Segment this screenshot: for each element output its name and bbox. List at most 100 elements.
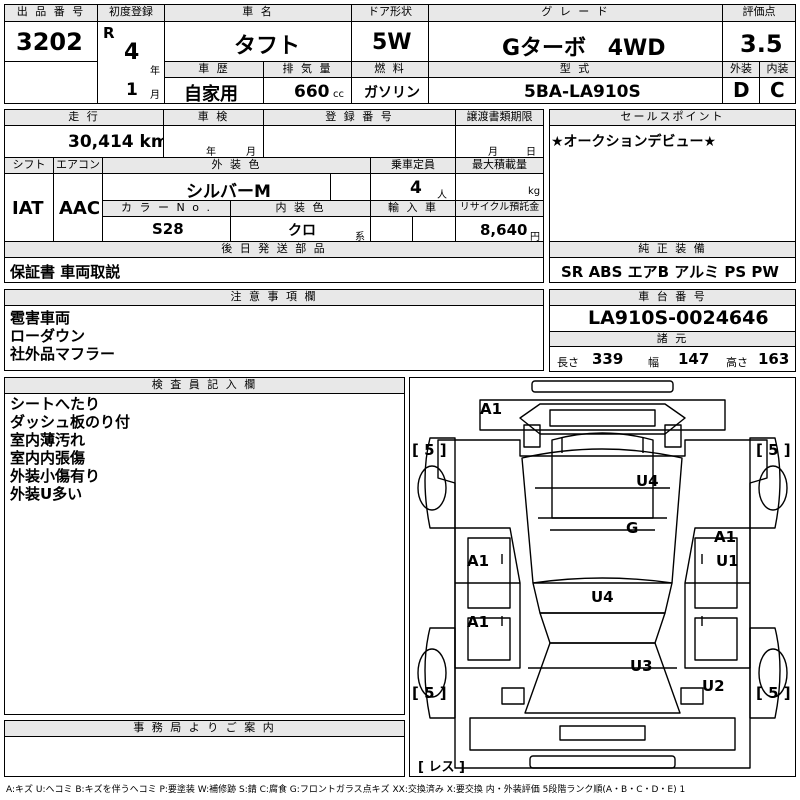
capacity-unit: 人: [437, 190, 447, 201]
year-value: 4: [124, 40, 140, 65]
door-label: ドア形状: [351, 4, 429, 22]
mark-u4-roof: U4: [636, 472, 659, 490]
import-label: 輸 入 車: [370, 200, 456, 217]
lot-number: 3202: [16, 28, 83, 56]
office-cell: [4, 736, 405, 777]
equipment-label: 純 正 装 備: [549, 241, 796, 258]
shift-value: IAT: [12, 198, 44, 219]
year-unit: 年: [150, 66, 160, 77]
mark-a1-top: A1: [480, 400, 503, 418]
sales-point-label: セールスポイント: [549, 109, 796, 126]
door-value: 5W: [372, 30, 412, 55]
exterior-cell: [722, 77, 760, 104]
color-cell: [102, 173, 331, 201]
car-name-cell: [164, 21, 352, 62]
color-extra-cell: [330, 173, 371, 201]
inspector-line: 室内薄汚れ: [10, 431, 86, 449]
sales-point-value: ★オークションデビュー★: [551, 134, 717, 150]
transfer-label: 譲渡書類期限: [455, 109, 544, 126]
fuel-cell: [351, 77, 429, 104]
import-cell-a: [370, 216, 413, 242]
inspector-line: ダッシュ板のり付: [10, 413, 131, 431]
tire-bottom-left: [ 5 ]: [412, 684, 447, 702]
import-cell-b: [412, 216, 456, 242]
aircon-value: AAC: [59, 198, 101, 219]
chassis-label: 車 台 番 号: [549, 289, 796, 306]
specs-label: 諸 元: [549, 331, 796, 347]
aircon-label: エアコン: [53, 157, 103, 174]
length-label: 長さ: [557, 356, 579, 369]
deferred-cell: [4, 257, 544, 283]
inspector-line: 外装U多い: [10, 485, 83, 503]
inspector-label: 検 査 員 記 入 欄: [4, 377, 405, 394]
inspector-list: シートへたり ダッシュ板のり付 室内薄汚れ 室内内張傷 外装小傷有り 外装U多い: [10, 395, 130, 503]
score-cell: [722, 21, 796, 62]
inspection-year-unit: 年: [206, 147, 216, 158]
transfer-month-unit: 月: [488, 147, 498, 158]
tire-top-left: [ 5 ]: [412, 441, 447, 459]
mark-u4-hood: U4: [591, 588, 614, 606]
displacement-unit: cc: [333, 89, 344, 100]
interior-label: 内装: [759, 61, 796, 78]
deferred-value: 保証書 車両取説: [10, 263, 121, 281]
length-value: 339: [592, 350, 624, 368]
mark-u1-right: U1: [716, 552, 739, 570]
inspection-label: 車 検: [163, 109, 264, 126]
load-unit: kg: [528, 186, 541, 197]
car-outline-diagram: [417, 380, 788, 769]
inspector-line: 室内内張傷: [10, 449, 86, 467]
displacement-label: 排 気 量: [263, 61, 352, 78]
deferred-label: 後 日 発 送 部 品: [4, 241, 544, 258]
lot-cell: [4, 21, 98, 62]
notes-cell: [4, 305, 544, 371]
transfer-day-unit: 日: [526, 147, 536, 158]
color-no-label: カ ラ ー N o .: [102, 200, 231, 217]
chassis-number: LA910S-0024646: [588, 307, 769, 329]
first-reg-cell: [97, 21, 165, 104]
notes-list: 雹害車両 ローダウン 社外品マフラー: [10, 309, 115, 363]
mark-a1-left-rear: A1: [467, 613, 490, 631]
spare-tire: [ レス ]: [418, 760, 465, 775]
notes-line: 雹害車両: [10, 309, 71, 327]
model-label: 型 式: [428, 61, 723, 78]
width-label: 幅: [648, 356, 659, 369]
color-no-value: S28: [152, 220, 184, 238]
legend-text: A:キズ U:ヘコミ B:キズを伴うヘコミ P:要塗装 W:補修跡 S:錆 C:…: [6, 785, 686, 795]
fuel-label: 燃 料: [351, 61, 429, 78]
grade-value: Gターボ 4WD: [502, 36, 666, 61]
month-unit: 月: [150, 90, 160, 101]
shift-label: シフト: [4, 157, 54, 174]
height-label: 高さ: [726, 356, 748, 369]
load-label: 最大積載量: [455, 157, 544, 174]
mileage-value: 30,414 km: [68, 132, 169, 152]
notes-line: 社外品マフラー: [10, 345, 116, 363]
era-letter: R: [103, 24, 115, 42]
capacity-value: 4: [410, 178, 422, 198]
inspector-cell: [4, 393, 405, 715]
inspection-month-unit: 月: [246, 147, 256, 158]
interior-color-unit: 系: [355, 232, 365, 243]
history-label: 車 歴: [164, 61, 264, 78]
inspector-line: シートへたり: [10, 395, 101, 413]
exterior-label: 外装: [722, 61, 760, 78]
interior-cell: [759, 77, 796, 104]
inspector-line: 外装小傷有り: [10, 467, 101, 485]
recycle-label: リサイクル預託金: [455, 200, 544, 217]
history-value: 自家用: [184, 84, 238, 105]
car-name: タフト: [234, 34, 301, 59]
specs-cell: [549, 346, 796, 372]
grade-cell: [428, 21, 723, 62]
score-value: 3.5: [740, 30, 783, 58]
recycle-value: 8,640: [480, 221, 528, 239]
model-value: 5BA-LA910S: [524, 82, 641, 102]
displacement-value: 660: [294, 82, 330, 102]
interior-value: C: [770, 78, 785, 102]
history-cell: [164, 77, 264, 104]
height-value: 163: [758, 350, 790, 368]
mark-a1-right: A1: [714, 528, 737, 546]
mark-u2-front: U2: [702, 677, 725, 695]
width-value: 147: [678, 350, 710, 368]
equipment-value: SR ABS エアB アルミ PS PW: [561, 263, 779, 281]
capacity-label: 乗車定員: [370, 157, 456, 174]
car-name-label: 車 名: [164, 4, 352, 22]
